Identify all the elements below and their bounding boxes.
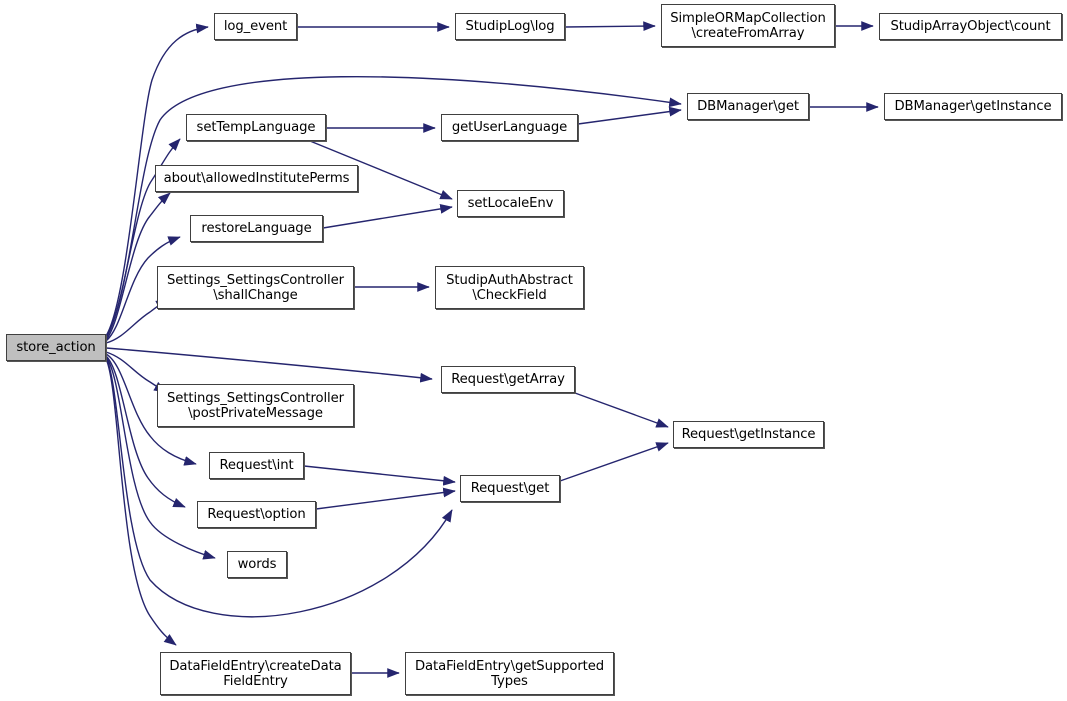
node-label-log_event: log_event (223, 19, 288, 34)
node-label-getuserlanguage: getUserLanguage (451, 120, 568, 135)
edge-request_getarray-to-request_getinstance (574, 392, 669, 428)
node-request_getinstance[interactable]: Request\getInstance (673, 421, 824, 448)
node-about_allowedperms[interactable]: about\allowedInstitutePerms (155, 165, 358, 192)
node-label-request_get: Request\get (470, 481, 550, 496)
node-studiparrayobject_count[interactable]: StudipArrayObject\count (879, 13, 1062, 40)
node-label-request_getarray: Request\getArray (451, 372, 565, 387)
node-label-about_allowedperms: about\allowedInstitutePerms (163, 171, 350, 186)
node-label-dbmanager_get: DBManager\get (697, 99, 799, 114)
node-restorelanguage[interactable]: restoreLanguage (190, 215, 323, 242)
edge-restorelanguage-to-setlocaleenv (322, 204, 453, 229)
node-log_event[interactable]: log_event (214, 13, 297, 40)
node-request_getarray[interactable]: Request\getArray (441, 366, 575, 393)
edge-store_action-to-restorelanguage (105, 236, 181, 342)
node-label-simpleormap_create: SimpleORMapCollection \createFromArray (670, 10, 826, 41)
edge-store_action-to-createdatafieldentry (105, 358, 177, 646)
edge-store_action-to-log_event (105, 23, 209, 337)
node-label-request_int: Request\int (219, 458, 294, 473)
node-label-words: words (237, 557, 277, 572)
node-getsupportedtypes[interactable]: DataFieldEntry\getSupported Types (405, 652, 614, 695)
node-setlocaleenv[interactable]: setLocaleEnv (457, 190, 564, 217)
edge-group (105, 21, 879, 678)
node-label-studiparrayobject_count: StudipArrayObject\count (890, 19, 1051, 34)
edge-request_option-to-request_get (315, 487, 456, 510)
node-createdatafieldentry[interactable]: DataFieldEntry\createData FieldEntry (160, 652, 351, 695)
node-label-checkfield: StudipAuthAbstract \CheckField (446, 272, 573, 303)
edge-store_action-to-request_int (105, 353, 197, 466)
node-simpleormap_create[interactable]: SimpleORMapCollection \createFromArray (661, 4, 835, 47)
node-settemplanguage[interactable]: setTempLanguage (186, 114, 326, 141)
node-request_get[interactable]: Request\get (460, 475, 560, 502)
node-label-getsupportedtypes: DataFieldEntry\getSupported Types (414, 658, 605, 689)
edge-store_action-to-request_getarray (105, 347, 433, 383)
node-label-request_getinstance: Request\getInstance (681, 427, 816, 442)
node-label-studiplog_log: StudipLog\log (465, 19, 555, 34)
node-dbmanager_get[interactable]: DBManager\get (687, 93, 809, 120)
edge-settemplanguage-to-setlocaleenv (309, 140, 453, 200)
node-label-createdatafieldentry: DataFieldEntry\createData FieldEntry (169, 658, 342, 689)
node-label-postprivatemessage: Settings_SettingsController \postPrivate… (167, 390, 344, 421)
node-label-store_action: store_action (16, 340, 96, 355)
node-label-restorelanguage: restoreLanguage (201, 221, 312, 236)
edge-request_int-to-request_get (303, 465, 456, 486)
edge-studiplog_log-to-simpleormap_create (564, 21, 656, 32)
node-label-setlocaleenv: setLocaleEnv (467, 196, 554, 211)
node-dbmanager_getinstance[interactable]: DBManager\getInstance (884, 93, 1062, 120)
node-request_option[interactable]: Request\option (197, 501, 316, 528)
node-store_action[interactable]: store_action (6, 334, 106, 361)
edge-getuserlanguage-to-dbmanager_get (577, 106, 682, 125)
node-label-settemplanguage: setTempLanguage (196, 120, 316, 135)
edge-store_action-to-request_option (105, 355, 186, 508)
node-shallchange[interactable]: Settings_SettingsController \shallChange (157, 266, 354, 309)
edge-request_get-to-request_getinstance (559, 442, 669, 482)
edge-store_action-to-settemplanguage (105, 138, 181, 339)
edge-store_action-to-words (105, 356, 216, 560)
node-label-request_option: Request\option (207, 507, 306, 522)
node-studiplog_log[interactable]: StudipLog\log (455, 13, 565, 40)
node-label-dbmanager_getinstance: DBManager\getInstance (894, 99, 1052, 114)
node-words[interactable]: words (227, 551, 287, 578)
node-getuserlanguage[interactable]: getUserLanguage (441, 114, 578, 141)
node-request_int[interactable]: Request\int (209, 452, 304, 479)
edge-store_action-to-about_allowedperms (105, 192, 171, 341)
node-checkfield[interactable]: StudipAuthAbstract \CheckField (435, 266, 584, 309)
node-postprivatemessage[interactable]: Settings_SettingsController \postPrivate… (157, 384, 354, 427)
node-label-shallchange: Settings_SettingsController \shallChange (167, 272, 344, 303)
edge-store_action-to-request_get (105, 357, 453, 618)
